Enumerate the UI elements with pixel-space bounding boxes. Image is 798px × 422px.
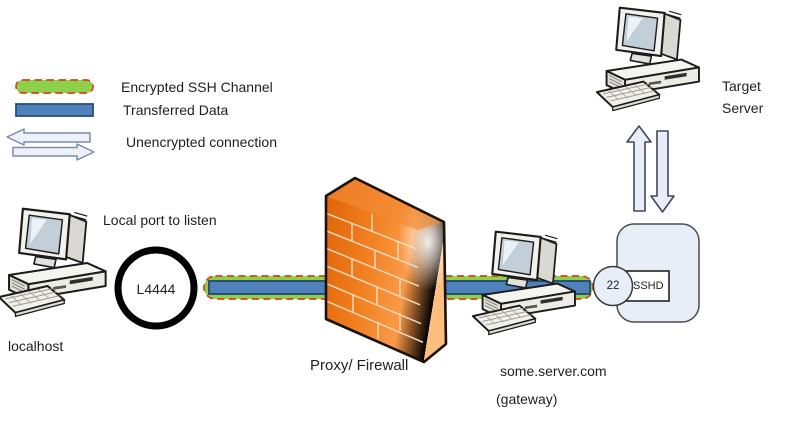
legend-swatches (6, 79, 95, 161)
gateway-hostname-label: some.server.com (500, 363, 607, 379)
firewall-icon (324, 176, 448, 364)
local-port-label: L4444 (136, 281, 176, 297)
down-arrow-icon (650, 130, 675, 213)
local-port-circle (114, 246, 198, 330)
legend-label-encrypted: Encrypted SSH Channel (121, 79, 273, 95)
port-22-circle (592, 265, 634, 307)
firewall-label: Proxy/ Firewall (310, 357, 409, 374)
gateway-role-label: (gateway) (496, 391, 558, 407)
localhost-label: localhost (8, 338, 64, 354)
legend-label-transferred: Transferred Data (123, 102, 229, 118)
unencrypted-connection-arrows (626, 125, 675, 213)
legend-label-unencrypted: Unencrypted connection (126, 134, 277, 150)
target-server-label: Target Server (722, 78, 764, 116)
right-arrow-icon (12, 143, 95, 161)
up-arrow-icon (626, 125, 652, 212)
local-port-caption: Local port to listen (103, 212, 217, 228)
computer-icon-target (595, 6, 701, 112)
encrypted-channel-swatch (15, 79, 94, 94)
port-22-label: 22 (606, 280, 620, 292)
computer-icon-localhost (0, 207, 107, 318)
transferred-data-swatch (15, 103, 94, 117)
sshd-label: SSHD (633, 280, 664, 292)
left-arrow-icon (6, 128, 91, 146)
